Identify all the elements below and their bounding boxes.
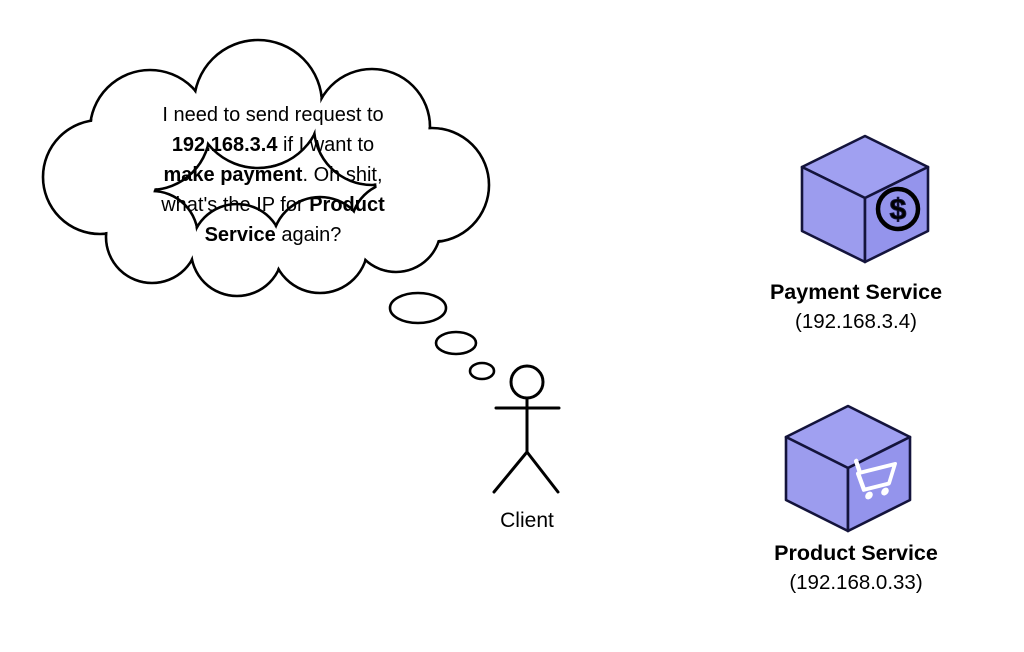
thought-cloud [41, 38, 491, 298]
service-name: Product Service [774, 541, 938, 565]
trail-bubble-large [388, 291, 448, 325]
thought-text-segment: Service [204, 224, 276, 246]
cart-icon [854, 458, 897, 500]
figure-head [509, 364, 545, 400]
thought-text-segment: if I want to [277, 134, 375, 156]
figure-right-leg [525, 450, 560, 494]
thought-text-segment: make payment [163, 164, 303, 186]
thought-bubble-text: I need to send request to 192.168.3.4 if … [112, 100, 434, 250]
service-ip: (192.168.3.4) [795, 310, 917, 333]
cube-right-face [846, 435, 912, 533]
dollar-icon: $ [875, 186, 921, 232]
thought-text-segment: . Oh shit, [302, 164, 383, 186]
product-service-cube [784, 404, 912, 533]
thought-text-segment: Product [309, 194, 385, 216]
dollar-glyph: $ [890, 194, 907, 227]
thought-trail [388, 291, 496, 381]
payment-service-cube: $ [800, 134, 930, 264]
trail-bubble-medium [434, 330, 478, 356]
service-ip: (192.168.0.33) [789, 571, 923, 594]
thought-text-segment: 192.168.3.4 [171, 134, 278, 156]
thought-text-segment: what's the IP for [161, 194, 310, 216]
service-name: Payment Service [769, 280, 943, 304]
client-label: Client [500, 509, 554, 532]
product-service-label: Product Service (192.168.0.33) [726, 538, 986, 598]
client-stick-figure [492, 364, 561, 494]
payment-service-label: Payment Service (192.168.3.4) [726, 277, 986, 337]
figure-left-leg [492, 450, 529, 494]
trail-bubble-small [468, 361, 496, 381]
thought-text-segment: I need to send request to [162, 104, 384, 126]
cube-right-face [863, 165, 930, 264]
thought-text-segment: again? [275, 224, 342, 246]
